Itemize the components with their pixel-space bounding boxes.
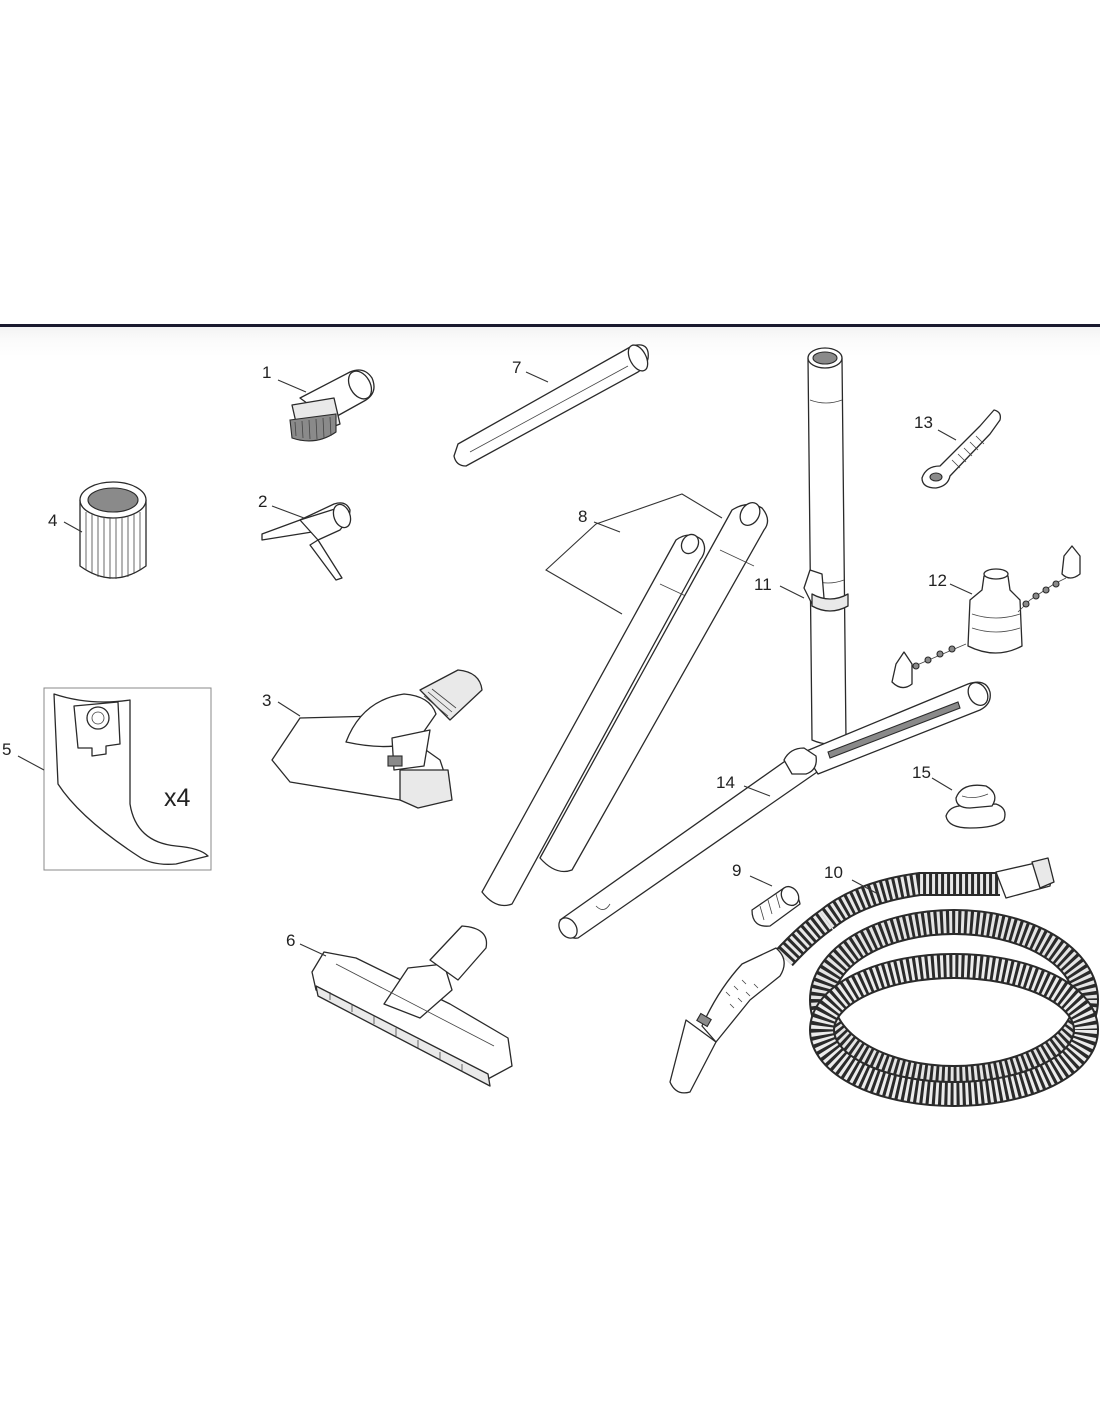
callout-11: 11 [754, 575, 772, 594]
callout-8: 8 [578, 507, 587, 526]
leader-line [931, 777, 953, 791]
callout-1: 1 [262, 363, 271, 382]
leader-line [277, 379, 307, 393]
telescopic-tube-icon [558, 681, 991, 939]
callout-3: 3 [262, 691, 271, 710]
callout-12: 12 [928, 571, 947, 590]
leader-line [851, 879, 879, 895]
antistatic-chain-adapter-icon [891, 545, 1081, 689]
leader-line [525, 371, 549, 383]
brush-nozzle-icon [289, 369, 375, 442]
callout-7: 7 [512, 358, 521, 377]
leader-line [749, 875, 773, 887]
callout-2: 2 [258, 492, 267, 511]
callout-10: 10 [824, 863, 843, 882]
filter-bag-icon [43, 687, 212, 871]
header-divider [0, 324, 1100, 327]
callout-5: 5 [2, 740, 11, 759]
clip-icon [945, 784, 1006, 829]
leader-line [937, 429, 957, 441]
bag-quantity: x4 [164, 784, 191, 812]
hose-clip-icon [803, 347, 849, 745]
leader-line [277, 701, 301, 717]
callout-6: 6 [286, 931, 295, 950]
callout-13: 13 [914, 413, 933, 432]
leader-line [779, 585, 805, 599]
leader-line [63, 521, 83, 533]
leader-line [949, 583, 973, 595]
callout-14: 14 [716, 773, 735, 792]
adapter-icon [751, 885, 801, 927]
callout-4: 4 [48, 511, 57, 530]
leader-line [593, 521, 621, 533]
callout-9: 9 [732, 861, 741, 880]
leader-line [743, 785, 771, 797]
wet-floor-nozzle-icon [311, 925, 513, 1087]
leader-line [17, 755, 45, 771]
upholstery-nozzle-icon [261, 502, 352, 581]
suction-hose-icon [669, 857, 1099, 1107]
extension-tubes-icon [481, 493, 769, 907]
leader-line [299, 943, 327, 957]
drain-hose-icon [921, 409, 1002, 489]
crevice-nozzle-icon [453, 344, 649, 467]
callout-15: 15 [912, 763, 931, 782]
floor-nozzle-icon [271, 669, 483, 809]
leader-line [271, 505, 305, 519]
cartridge-filter-icon [79, 481, 147, 579]
